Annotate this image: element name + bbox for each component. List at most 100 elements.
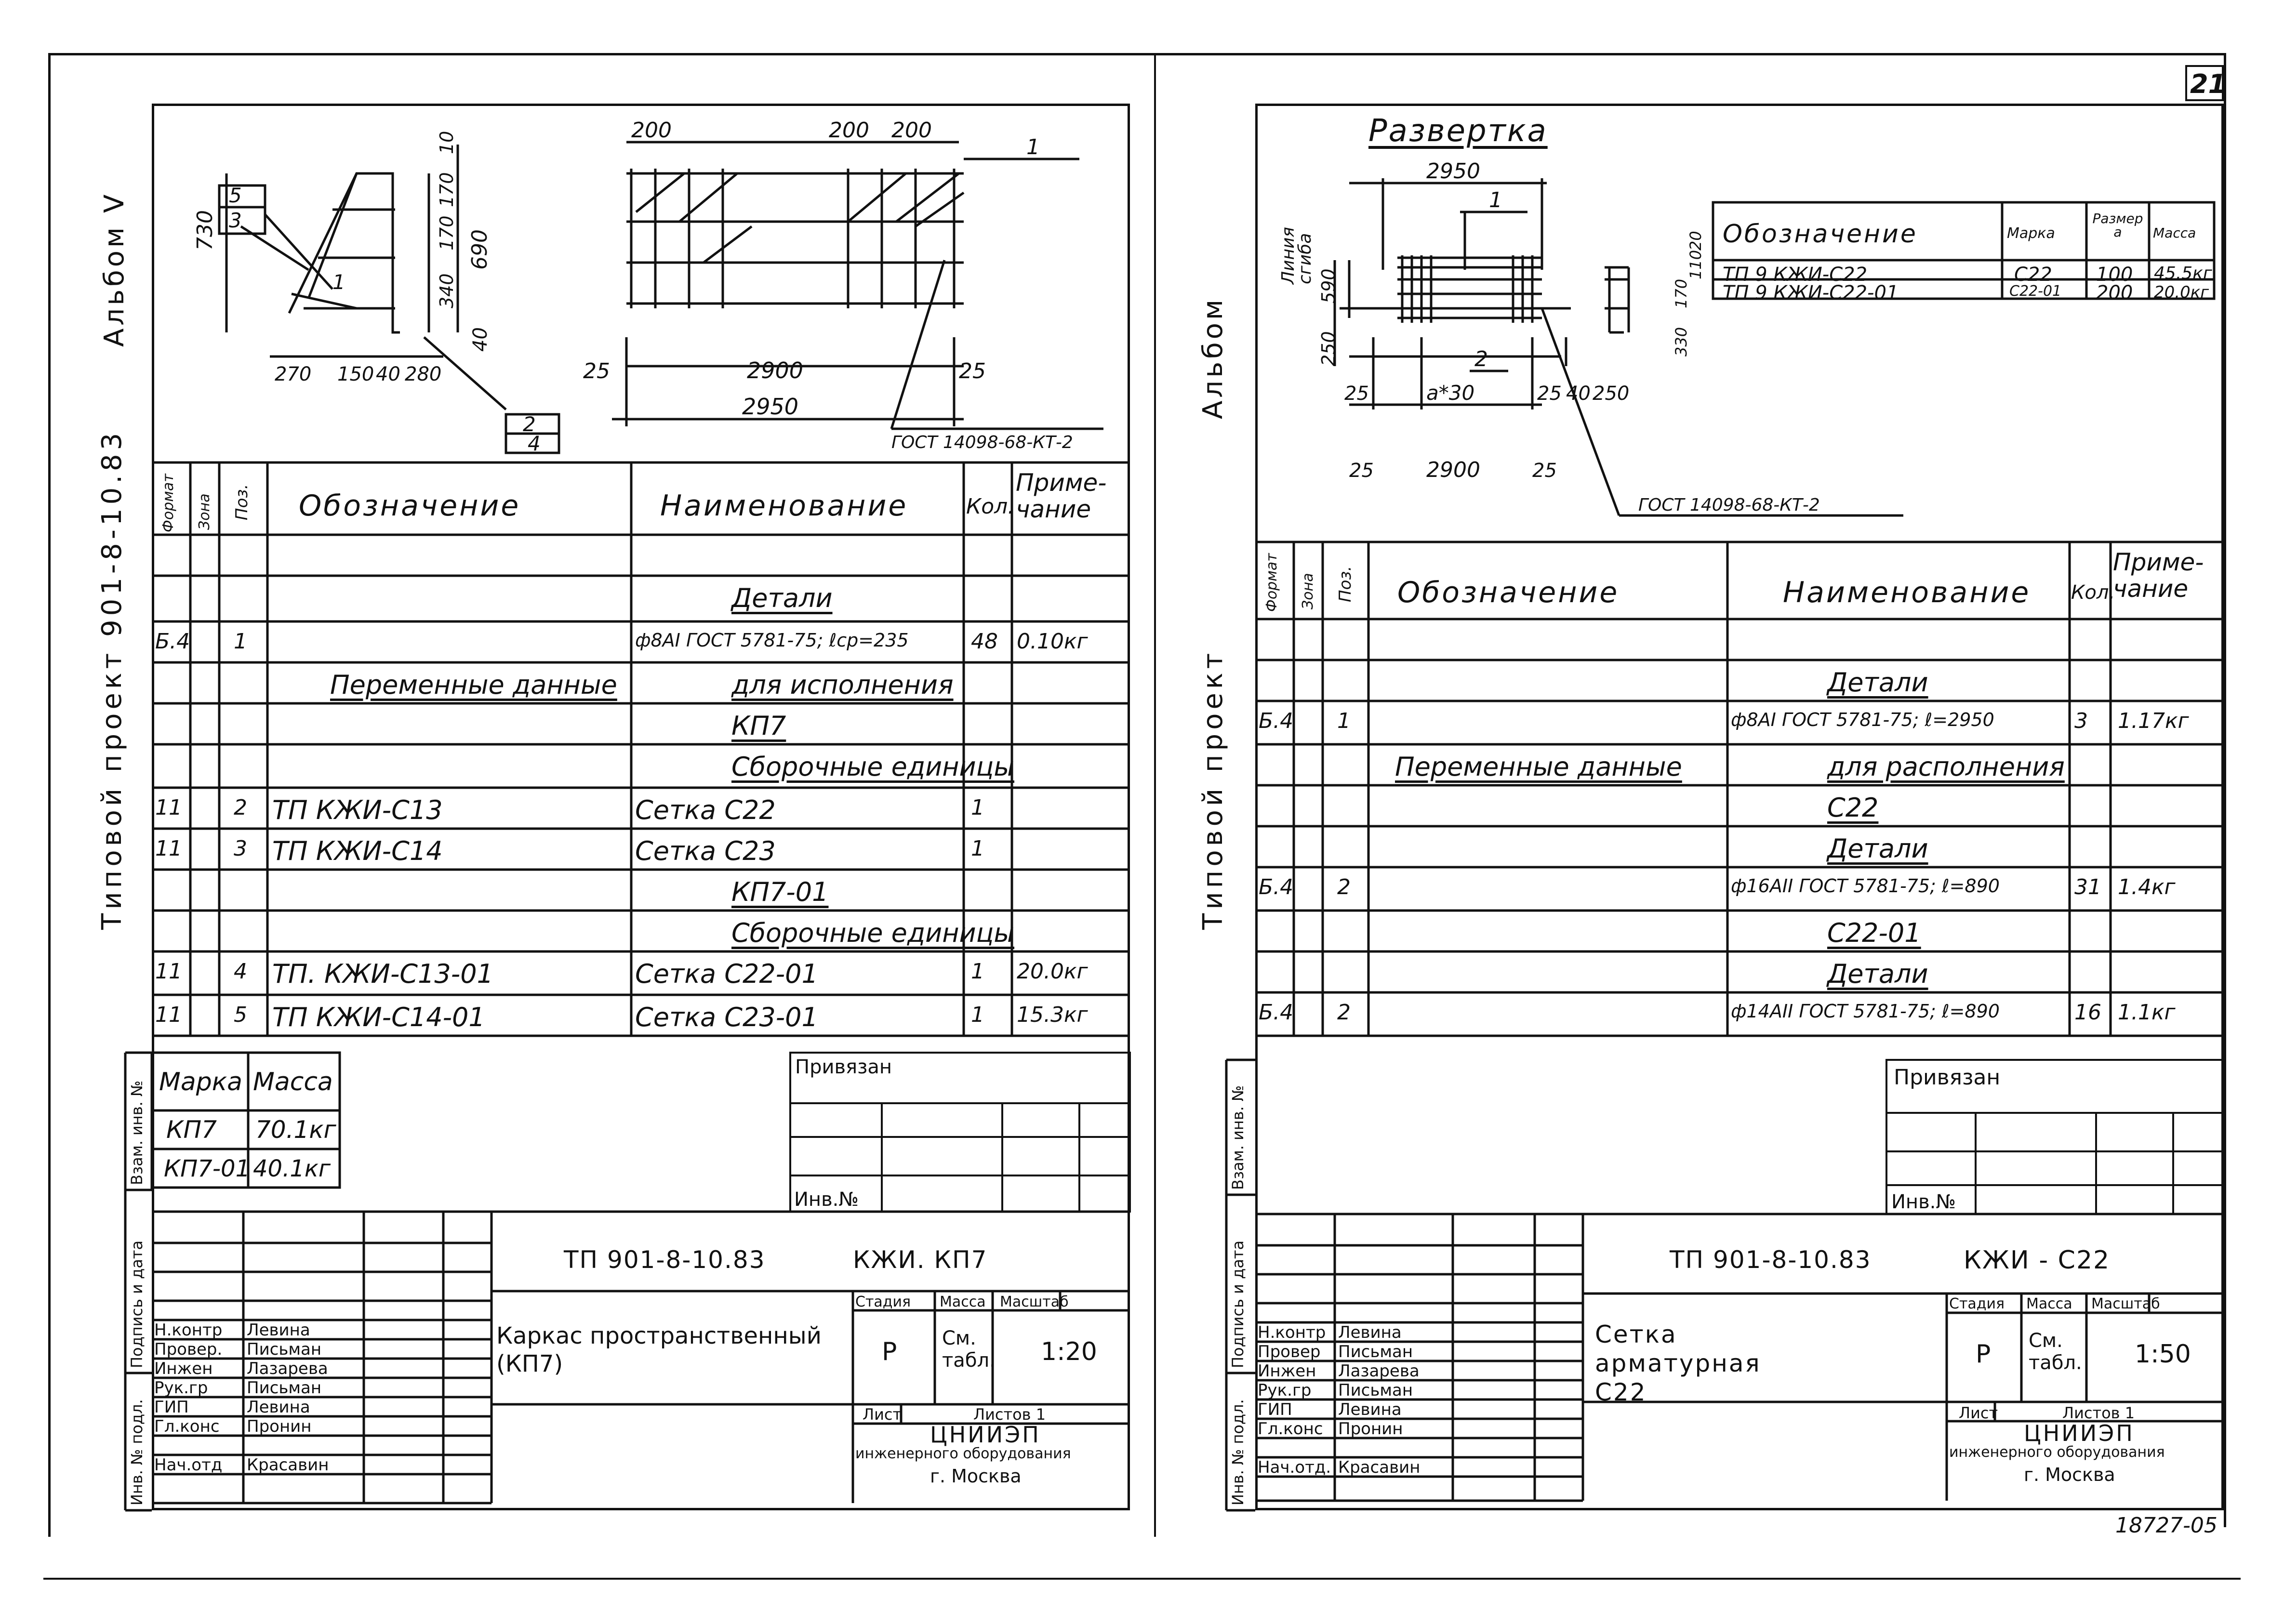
razvertka-title: Развертка (1368, 113, 1548, 149)
right-stamp-inv: Инв. № подл. (1229, 1399, 1247, 1505)
right-person-4-role: ГИП (1258, 1400, 1292, 1419)
right-person-2-role: Инжен (1258, 1361, 1316, 1381)
right-spec-row-2-name: ф8АI ГОСТ 5781-75; ℓ=2950 (1731, 709, 1994, 730)
left-tb-org: ЦНИИЭП (930, 1422, 1041, 1448)
small-r1-oboz: ТП 9 КЖИ-С22 (1723, 264, 1868, 286)
right-tb-sheets-h: Листов 1 (2062, 1404, 2135, 1422)
small-h-size: Размер а (2092, 211, 2143, 240)
right-spec-row-9-name: ф14АII ГОСТ 5781-75; ℓ=890 (1731, 1001, 2000, 1022)
small-h-oboz: Обозначение (1723, 220, 1918, 249)
left-spec-row-3-oboz: Переменные данные (330, 670, 617, 700)
right-spec-row-6-f: Б.4 (1259, 875, 1294, 899)
right-person-1-role: Провер (1258, 1342, 1321, 1361)
sheet-number: 21 (2190, 69, 2227, 99)
right-spec-row-1-name: Детали (1827, 667, 1928, 698)
right-person-2-name: Лазарева (1338, 1361, 1420, 1381)
spec-header-pos: Поз. (232, 484, 252, 520)
small-r1-size: 100 (2096, 264, 2133, 286)
left-inner-frame (152, 104, 1130, 1510)
sheet-number-box (2185, 65, 2224, 101)
left-person-1-name: Письман (247, 1340, 322, 1359)
bottom-rule (43, 1578, 2241, 1580)
left-spec-row-11-prim: 15.3кг (1017, 1003, 1088, 1027)
left-spec-row-10-p: 4 (234, 959, 247, 984)
right-tb-title: Сетка арматурная С22 (1595, 1320, 1761, 1406)
right-spec-row-2-p: 1 (1337, 709, 1351, 733)
right-person-4-name: Левина (1338, 1400, 1402, 1419)
left-spec-row-10-name: Сетка С22-01 (635, 959, 818, 989)
left-tb-scale: 1:20 (1041, 1337, 1097, 1366)
right-person-5-name: Пронин (1338, 1419, 1403, 1439)
right-spec-row-6-p: 2 (1337, 875, 1351, 899)
bottom-code: 18727-05 (2115, 1513, 2218, 1538)
left-spec-row-9-name: Сборочные единицы (731, 918, 1015, 948)
left-stamp-inv: Инв. № подл. (128, 1399, 146, 1505)
right-tb-sheet-h: Лист (1959, 1404, 1998, 1422)
right-tb-code: ТП 901-8-10.83 (1670, 1246, 1872, 1274)
left-spec-row-11-oboz: ТП КЖИ-С14-01 (272, 1002, 485, 1032)
mass-header-mark: Марка (159, 1068, 243, 1096)
left-spec-row-8-name: КП7-01 (731, 877, 829, 907)
left-spec-row-6-f: 11 (155, 795, 182, 820)
mass-row1-mark: КП7 (166, 1116, 217, 1144)
left-tb-stage-h: Стадия (855, 1294, 911, 1310)
left-tb-scale-h: Масштаб (1000, 1294, 1069, 1310)
right-spec-row-6-name: ф16АII ГОСТ 5781-75; ℓ=890 (1731, 875, 2000, 897)
r-spec-header-format: Формат (1263, 553, 1280, 612)
right-person-3-role: Рук.гр (1258, 1381, 1312, 1400)
right-tb-org: ЦНИИЭП (2024, 1420, 2135, 1446)
right-spec-row-9-f: Б.4 (1259, 1000, 1294, 1025)
left-spec-row-6-p: 2 (234, 795, 247, 820)
left-stamp-vzam: Взам. инв. № (128, 1080, 146, 1185)
left-person-0-role: Н.контр (154, 1320, 223, 1340)
small-r1-mass: 45.5кг (2154, 264, 2212, 283)
right-tb-city: г. Москва (2024, 1464, 2115, 1485)
right-tb-org2: инженерного оборудования (1949, 1444, 2165, 1461)
right-spec-row-2-kol: 3 (2074, 709, 2088, 733)
right-tb-mass: См. табл. (2029, 1330, 2082, 1374)
spec-header-name: Наименование (660, 489, 908, 523)
left-tb-org2: инженерного оборудования (855, 1445, 1071, 1462)
small-r2-size: 200 (2096, 282, 2133, 304)
left-tb-city: г. Москва (930, 1466, 1022, 1487)
right-spec-row-8-name: Детали (1827, 959, 1928, 989)
left-spec-row-3-name: для исполнения (731, 670, 954, 700)
left-spec-row-11-name: Сетка С23-01 (635, 1002, 818, 1032)
mass-row2-mass: 40.1кг (253, 1155, 331, 1182)
left-spec-row-5-name: Сборочные единицы (731, 752, 1015, 782)
left-spec-row-1-name: Детали (731, 583, 833, 613)
right-spec-row-2-f: Б.4 (1259, 709, 1294, 733)
right-spec-row-3-oboz: Переменные данные (1395, 752, 1682, 782)
left-person-1-role: Провер. (154, 1340, 223, 1359)
r-spec-header-zone: Зона (1300, 573, 1316, 609)
small-r2-mark: С22-01 (2009, 283, 2062, 300)
r-spec-header-kol: Кол. (2071, 581, 2115, 604)
left-spec-row-10-f: 11 (155, 959, 182, 984)
r-spec-header-name: Наименование (1783, 576, 2031, 609)
small-r1-mark: С22 (2014, 264, 2052, 286)
right-album-label: Альбом (1197, 296, 1229, 419)
spec-header-kol: Кол. (966, 494, 1015, 519)
left-person-3-role: Рук.гр (154, 1378, 208, 1398)
left-spec-row-2-f: Б.4 (155, 629, 190, 654)
left-spec-row-11-p: 5 (234, 1003, 247, 1027)
left-person-6-role: Нач.отд (154, 1455, 223, 1475)
left-spec-row-10-kol: 1 (971, 959, 984, 984)
left-spec-row-6-oboz: ТП КЖИ-С13 (272, 795, 443, 825)
right-tb-scale: 1:50 (2135, 1340, 2191, 1369)
left-inv-no: Инв.№ (794, 1188, 859, 1211)
left-spec-row-7-oboz: ТП КЖИ-С14 (272, 836, 443, 866)
left-tb-mass-h: Масса (940, 1294, 986, 1310)
right-spec-row-2-prim: 1.17кг (2118, 709, 2189, 733)
right-tb-mass-h: Масса (2026, 1295, 2072, 1312)
right-spec-row-6-kol: 31 (2074, 875, 2101, 899)
left-spec-row-11-f: 11 (155, 1003, 182, 1027)
left-tb-stage: Р (882, 1337, 897, 1366)
left-person-4-role: ГИП (154, 1398, 189, 1417)
right-spec-row-9-p: 2 (1337, 1000, 1351, 1025)
left-spec-row-7-f: 11 (155, 836, 182, 861)
left-spec-row-2-prim: 0.10кг (1017, 629, 1088, 654)
left-spec-row-7-p: 3 (234, 836, 247, 861)
right-inv-no: Инв.№ (1891, 1191, 1956, 1213)
right-tb-stage: Р (1976, 1340, 1991, 1369)
